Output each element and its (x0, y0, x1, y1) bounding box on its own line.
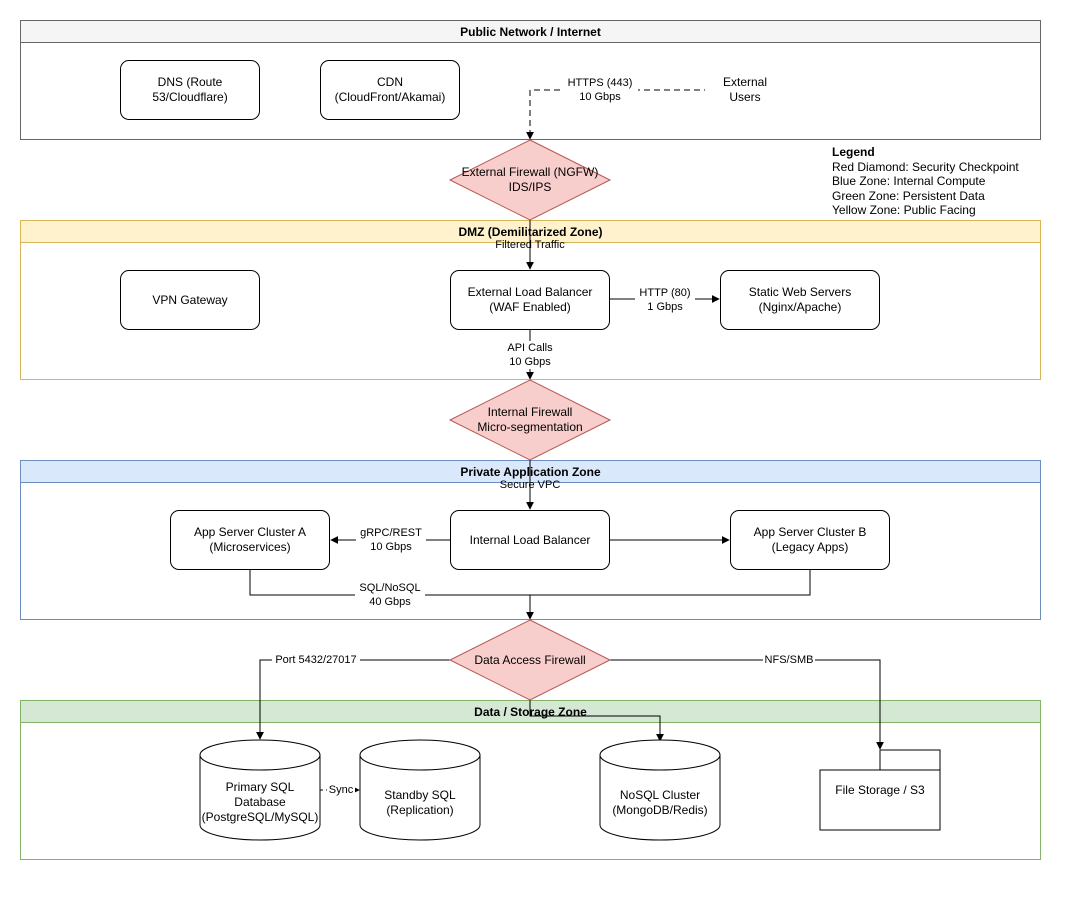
http-edge-label: HTTP (80) 1 Gbps (635, 286, 695, 314)
app-server-cluster-b-node[interactable]: App Server Cluster B (Legacy Apps) (730, 510, 890, 570)
standby-sql-cylinder (359, 739, 481, 841)
sql-nosql-edge-label: SQL/NoSQL 40 Gbps (355, 581, 425, 609)
external-load-balancer-node[interactable]: External Load Balancer (WAF Enabled) (450, 270, 610, 330)
vpn-gateway-label: VPN Gateway (152, 292, 228, 307)
edge-port (256, 659, 450, 740)
edge-https (526, 89, 720, 140)
external-load-balancer-label: External Load Balancer (WAF Enabled) (467, 285, 593, 314)
standby-sql-label[interactable]: Standby SQL (Replication) (384, 787, 456, 817)
legend-item: Yellow Zone: Public Facing (832, 203, 976, 217)
sync-edge-label: Sync (327, 783, 355, 797)
edge-sql-nosql-b (530, 570, 811, 596)
public-network-zone-title: Public Network / Internet (21, 21, 1040, 43)
filtered-traffic-label: Filtered Traffic (495, 239, 565, 251)
edge-nfs-smb (610, 659, 884, 750)
nosql-cluster-cylinder (599, 739, 721, 841)
cdn-label: CDN (CloudFront/Akamai) (334, 75, 446, 104)
legend-item: Blue Zone: Internal Compute (832, 174, 986, 188)
static-web-servers-label: Static Web Servers (Nginx/Apache) (748, 285, 852, 314)
secure-vpc-edge-label: Secure VPC (499, 479, 561, 491)
data-access-firewall-diamond (448, 619, 612, 701)
port-edge-label: Port 5432/27017 (272, 653, 360, 667)
cdn-node[interactable]: CDN (CloudFront/Akamai) (320, 60, 460, 120)
file-storage-label[interactable]: File Storage / S3 (835, 782, 925, 797)
app-server-cluster-a-label: App Server Cluster A (Microservices) (193, 525, 307, 554)
external-users-label: External Users (705, 75, 785, 105)
legend-item: Red Diamond: Security Checkpoint (832, 159, 1019, 174)
legend-title: Legend (832, 145, 875, 159)
internal-load-balancer-node[interactable]: Internal Load Balancer (450, 510, 610, 570)
internal-firewall-label[interactable]: Internal Firewall Micro-segmentation (477, 405, 583, 434)
vpn-gateway-node[interactable]: VPN Gateway (120, 270, 260, 330)
edge-nosql (529, 700, 664, 742)
file-storage-shape (819, 749, 941, 831)
legend-item: Green Zone: Persistent Data (832, 188, 985, 203)
nfs-smb-edge-label: NFS/SMB (763, 653, 815, 667)
dns-node[interactable]: DNS (Route 53/Cloudflare) (120, 60, 260, 120)
app-server-cluster-b-label: App Server Cluster B (Legacy Apps) (753, 525, 867, 554)
legend: Legend Red Diamond: Security Checkpoint … (832, 145, 1019, 218)
https-edge-label: HTTPS (443) 10 Gbps (562, 76, 638, 104)
internal-load-balancer-label: Internal Load Balancer (469, 532, 591, 547)
data-access-firewall-label[interactable]: Data Access Firewall (474, 652, 586, 667)
dns-label: DNS (Route 53/Cloudflare) (152, 75, 228, 104)
api-calls-edge-label: API Calls 10 Gbps (500, 341, 560, 369)
primary-sql-database-label[interactable]: Primary SQL Database (PostgreSQL/MySQL) (201, 780, 319, 824)
app-server-cluster-a-node[interactable]: App Server Cluster A (Microservices) (170, 510, 330, 570)
external-firewall-diamond (448, 139, 612, 221)
static-web-servers-node[interactable]: Static Web Servers (Nginx/Apache) (720, 270, 880, 330)
external-firewall-label[interactable]: External Firewall (NGFW) IDS/IPS (461, 165, 599, 194)
primary-sql-database-cylinder (199, 739, 321, 841)
nosql-cluster-label[interactable]: NoSQL Cluster (MongoDB/Redis) (612, 787, 708, 817)
grpc-rest-edge-label: gRPC/REST 10 Gbps (356, 526, 426, 554)
internal-firewall-diamond (448, 379, 612, 461)
